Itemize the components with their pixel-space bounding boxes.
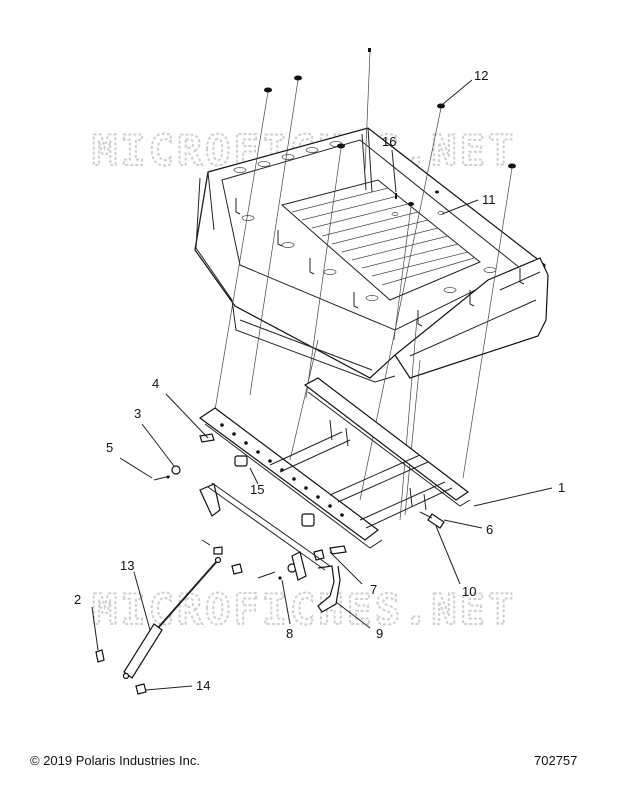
callout-2: 2 <box>74 592 81 607</box>
callout-5: 5 <box>106 440 113 455</box>
callout-14: 14 <box>196 678 210 693</box>
hardware <box>153 433 445 580</box>
callout-6: 6 <box>486 522 493 537</box>
cargo-box <box>194 127 549 383</box>
callout-16: 16 <box>382 134 396 149</box>
diagram-number: 702757 <box>534 753 577 768</box>
callout-13: 13 <box>120 558 134 573</box>
callout-1: 1 <box>558 480 565 495</box>
latch-rod <box>199 482 341 613</box>
leader-lines <box>91 79 553 691</box>
callout-10: 10 <box>462 584 476 599</box>
copyright-notice: © 2019 Polaris Industries Inc. <box>30 753 200 768</box>
callout-7: 7 <box>370 582 377 597</box>
drop-lines <box>214 51 513 521</box>
callout-11: 11 <box>482 192 496 207</box>
callout-15: 15 <box>250 482 264 497</box>
callout-12: 12 <box>474 68 488 83</box>
callout-8: 8 <box>286 626 293 641</box>
callout-3: 3 <box>134 406 141 421</box>
frame-assembly <box>198 377 471 549</box>
top-fasteners <box>264 48 516 216</box>
callout-9: 9 <box>376 626 383 641</box>
callout-4: 4 <box>152 376 159 391</box>
gas-strut <box>95 556 222 695</box>
watermark-lower: MICROFICHES.NET <box>92 585 516 634</box>
